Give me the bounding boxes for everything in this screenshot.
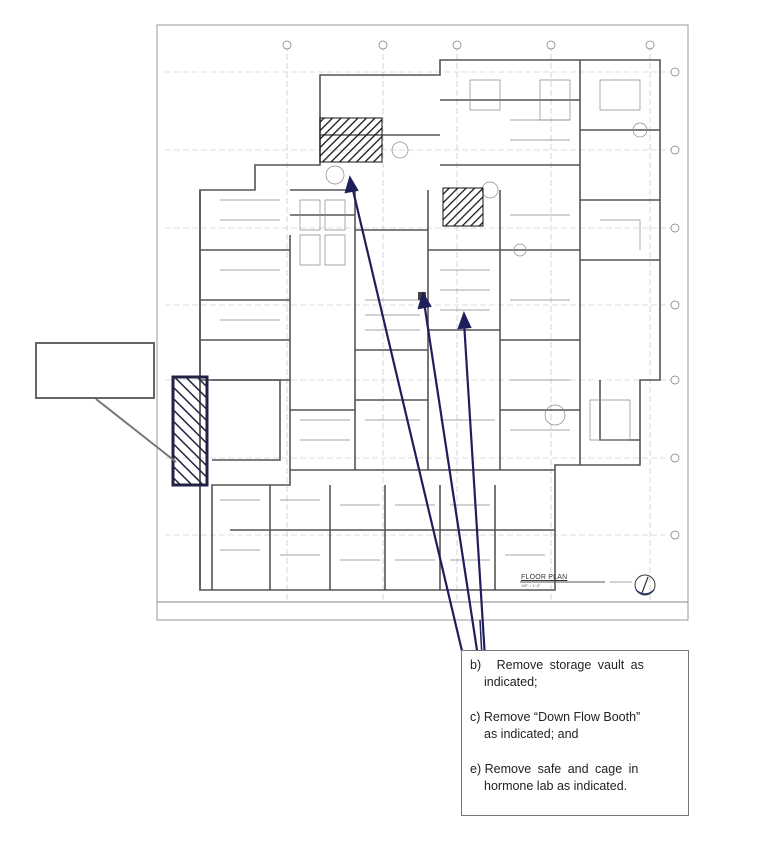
arrow-c-down-flow-booth (422, 301, 489, 717)
note-text: hormone lab as indicated. (484, 779, 628, 793)
note-b: b) Remove storage vault as indicated; (470, 657, 682, 691)
note-marker: e) (470, 762, 482, 776)
note-text: as indicated; and (484, 727, 579, 741)
note-e: e) Remove safe and cage in hormone lab a… (470, 761, 682, 795)
note-c: c) Remove “Down Flow Booth” as indicated… (470, 709, 682, 743)
note-text: Remove “Down Flow Booth” (483, 710, 641, 724)
left-callout-leader (95, 398, 177, 463)
notes-callout-box: b) Remove storage vault as indicated; c)… (461, 650, 689, 816)
grid-lines (165, 45, 675, 600)
building-walls (199, 59, 661, 591)
note-text: Remove safe and cage in (484, 762, 639, 776)
interior-details (220, 79, 648, 561)
annotation-arrows (344, 175, 494, 771)
plan-sheet-border (156, 24, 689, 621)
empty-callout-box (35, 342, 155, 399)
down-flow-booth-hatch (442, 187, 484, 227)
storage-vault-hatch (319, 117, 383, 163)
left-area-hatch (171, 375, 209, 487)
floor-plan-title: FLOOR PLAN (521, 574, 568, 581)
grid-markers (282, 40, 680, 540)
note-marker: c) (470, 710, 481, 724)
floor-plan-scale: 1/8" = 1'-0" (521, 583, 541, 588)
note-marker: b) (470, 658, 482, 672)
note-text: indicated; (484, 675, 538, 689)
arrow-b-storage-vault (350, 185, 468, 669)
note-text: Remove storage vault as (496, 658, 644, 672)
north-arrow-icon (634, 574, 656, 596)
